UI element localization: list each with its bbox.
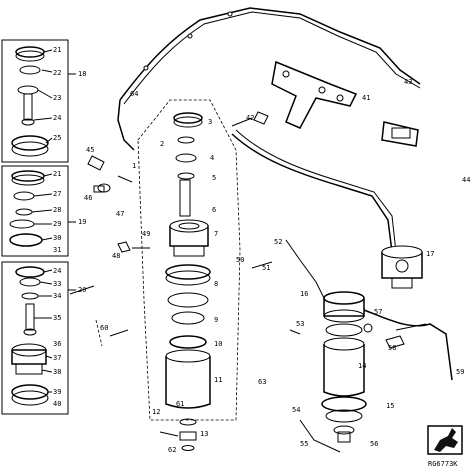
callout: 28 (53, 206, 61, 214)
callout: 22 (53, 69, 61, 77)
callout: 51 (262, 264, 270, 272)
callout: 31 (53, 246, 61, 254)
callout: 35 (53, 314, 61, 322)
callout: 21 (53, 46, 61, 54)
callout: 42 (246, 114, 254, 122)
callout: 36 (53, 340, 61, 348)
callout: 49 (142, 230, 150, 238)
callout: 29 (53, 220, 61, 228)
inset-box-top (1, 39, 76, 163)
callout: 55 (300, 440, 308, 448)
callout: 50 (236, 256, 244, 264)
callout: 6 (212, 206, 216, 214)
main-filter-assembly (137, 99, 241, 451)
callout: 48 (112, 252, 120, 260)
callout: 54 (292, 406, 300, 414)
callout: 4 (210, 154, 214, 162)
callout: 61 (176, 400, 184, 408)
center-callouts: 1 2 3 4 5 6 7 8 9 10 11 12 13 14 15 16 1… (132, 118, 434, 438)
callout: 9 (214, 316, 218, 324)
callout: 33 (53, 280, 61, 288)
callout: 12 (152, 408, 160, 416)
callout: 16 (300, 290, 308, 298)
mounting-bracket (231, 60, 358, 129)
callout: 46 (84, 194, 92, 202)
callout: 10 (214, 340, 222, 348)
callout: 45 (86, 146, 94, 154)
callout: 38 (53, 368, 61, 376)
callout: 58 (388, 344, 396, 352)
callout: 8 (214, 280, 218, 288)
callout: 2 (160, 140, 164, 148)
figure-reference: RG6773K (428, 460, 458, 468)
callout: 40 (53, 400, 61, 408)
callout: 47 (116, 210, 124, 218)
callout: 37 (53, 354, 61, 362)
clip-parts-right (363, 323, 427, 349)
callout: 62 (168, 446, 176, 454)
misc-callouts: 41 42 43 44 45 46 47 48 49 50 51 52 53 5… (84, 78, 470, 454)
callout: 30 (53, 234, 61, 242)
callout: 11 (214, 376, 222, 384)
callout: 44 (462, 176, 470, 184)
small-fittings-left (69, 155, 150, 347)
inset-box-bottom-labels: 24 33 34 35 36 37 38 39 40 20 (53, 267, 86, 408)
callout: 21 (53, 170, 61, 178)
callout: 25 (53, 134, 61, 142)
inset-box-middle-labels: 21 27 28 29 30 31 19 (53, 170, 86, 254)
callout: 52 (274, 238, 282, 246)
inset-box-top-labels: 21 22 23 24 25 18 (53, 46, 86, 142)
callout: 7 (214, 230, 218, 238)
callout: 43 (404, 78, 412, 86)
callout: 59 (456, 368, 464, 376)
callout: 5 (212, 174, 216, 182)
inset-box-middle (1, 165, 76, 257)
callout: 3 (208, 118, 212, 126)
callout: 24 (53, 267, 61, 275)
callout: 1 (132, 162, 136, 170)
callout: 14 (358, 362, 366, 370)
callout: 53 (296, 320, 304, 328)
callout: 41 (362, 94, 370, 102)
callout: 27 (53, 190, 61, 198)
callout: 18 (78, 70, 86, 78)
john-deere-logo (427, 425, 463, 455)
callout: 17 (426, 250, 434, 258)
callout: 15 (386, 402, 394, 410)
callout: 24 (53, 114, 61, 122)
callout: 19 (78, 218, 86, 226)
sensor-block (381, 121, 419, 147)
callout: 34 (53, 292, 61, 300)
inset-box-bottom (1, 261, 76, 415)
callout: 39 (53, 388, 61, 396)
callout: 57 (374, 308, 382, 316)
secondary-filter-assembly (231, 129, 453, 453)
callout: 63 (258, 378, 266, 386)
fuel-lines-top (117, 7, 421, 151)
callout: 23 (53, 94, 61, 102)
callout: 13 (200, 430, 208, 438)
callout: 60 (100, 324, 108, 332)
callout: 56 (370, 440, 378, 448)
callout: 64 (130, 90, 138, 98)
